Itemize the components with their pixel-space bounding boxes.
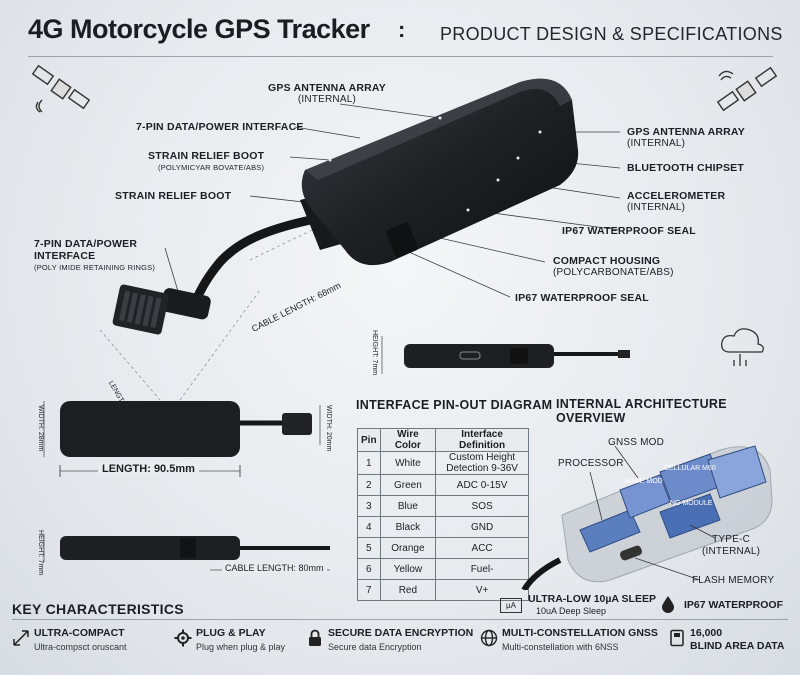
- pin-number: 1: [357, 451, 381, 475]
- callout-bluetooth: BLUETOOTH CHIPSET: [627, 162, 744, 174]
- chip-ng-label: NG MODULE: [670, 500, 713, 507]
- processor-label: PROCESSOR: [558, 458, 624, 469]
- interface-definition: ADC 0-15V: [435, 474, 529, 496]
- interface-definition: GND: [435, 516, 529, 538]
- side-view-small: [381, 336, 630, 374]
- water-drop-icon: [662, 596, 674, 613]
- compact-arrows-icon: [13, 630, 29, 646]
- cloud-icon: [721, 328, 764, 366]
- pinout-header-wire: Wire Color: [379, 428, 437, 452]
- typec-label: TYPE-C(INTERNAL): [702, 534, 761, 557]
- cable-length-bottom: CABLE LENGTH: 80mm: [222, 563, 327, 573]
- satellite-icon: [31, 64, 91, 113]
- gear-icon: [174, 629, 192, 647]
- page-title: 4G Motorcycle GPS Tracker: [28, 14, 370, 44]
- microamp-icon: µA: [500, 598, 522, 613]
- wire-color: Yellow: [379, 558, 437, 580]
- interface-definition: ACC: [435, 537, 529, 559]
- callout-ip67-seal-1: IP67 WATERPROOF SEAL: [562, 225, 696, 237]
- pinout-title: INTERFACE PIN-OUT DIAGRAM: [356, 398, 553, 412]
- width-right-label: WIDTH: 20mm: [325, 405, 332, 452]
- pin-number: 7: [357, 579, 381, 601]
- pinout-header-def: Interface Definition: [435, 428, 529, 452]
- pin-number: 4: [357, 516, 381, 538]
- page-subtitle: PRODUCT DESIGN & SPECIFICATIONS: [440, 24, 783, 44]
- pin-number: 3: [357, 495, 381, 517]
- chip-cellular-label: CELLULAR M60: [664, 465, 716, 472]
- height-small-label: HEIGHT: 7mm: [37, 530, 44, 576]
- lock-icon: [309, 629, 321, 646]
- pin-number: 5: [357, 537, 381, 559]
- callout-compact-housing: COMPACT HOUSING(POLYCARBONATE/ABS): [553, 255, 674, 278]
- interface-definition: V+: [435, 579, 529, 601]
- wire-color: Orange: [379, 537, 437, 559]
- key-divider: [12, 619, 788, 620]
- pin-number: 2: [357, 474, 381, 496]
- callout-gps-antenna-top: GPS ANTENNA ARRAY(INTERNAL): [268, 82, 386, 105]
- callout-accelerometer: ACCELEROMETER(INTERNAL): [627, 190, 726, 213]
- satellite-icon-right: [716, 66, 778, 112]
- bottom-side-view: [43, 534, 330, 571]
- callout-7pin-interface: 7-PIN DATA/POWER INTERFACE: [136, 121, 304, 133]
- side-height-label: HEIGHT: 7mm: [371, 330, 378, 376]
- sleep-badge-title: ULTRA-LOW 10µA SLEEP: [528, 593, 656, 605]
- gnss-mod-label: GNSS MOD: [608, 437, 665, 448]
- wire-color: Green: [379, 474, 437, 496]
- architecture-title: INTERNAL ARCHITECTURE OVERVIEW: [556, 397, 727, 425]
- chip-bage-label: BAGE MOD: [625, 478, 663, 485]
- sleep-badge-sub: 10uA Deep Sleep: [536, 606, 607, 616]
- ip67-badge: IP67 WATERPROOF: [684, 599, 783, 611]
- tracker-main-illustration: [99, 78, 764, 400]
- storage-icon: [670, 629, 684, 647]
- wire-color: Black: [379, 516, 437, 538]
- interface-definition: SOS: [435, 495, 529, 517]
- wire-color: Red: [379, 579, 437, 601]
- pinout-header-pin: Pin: [357, 428, 381, 452]
- length-dimension: LENGTH: 90.5mm: [98, 463, 199, 475]
- callout-ip67-seal-2: IP67 WATERPROOF SEAL: [515, 292, 649, 304]
- key-characteristics-title: KEY CHARACTERISTICS: [12, 601, 184, 617]
- header-divider: [28, 56, 773, 57]
- architecture-diagram: [521, 445, 773, 590]
- interface-definition: Fuel-: [435, 558, 529, 580]
- title-separator: :: [398, 17, 406, 42]
- top-view: [43, 401, 321, 477]
- callout-strain-relief-boot-1: STRAIN RELIEF BOOT(POLYMICYAR BOVATE/ABS…: [148, 150, 265, 172]
- pin-number: 6: [357, 558, 381, 580]
- width-side-label: WIDTH: 28mm: [37, 405, 44, 452]
- wire-color: White: [379, 451, 437, 475]
- wire-color: Blue: [379, 495, 437, 517]
- globe-icon: [480, 629, 498, 647]
- flash-memory-label: FLASH MEMORY: [692, 575, 775, 586]
- callout-gps-antenna-right: GPS ANTENNA ARRAY(INTERNAL): [627, 126, 745, 149]
- callout-strain-relief-boot-2: STRAIN RELIEF BOOT: [115, 190, 232, 202]
